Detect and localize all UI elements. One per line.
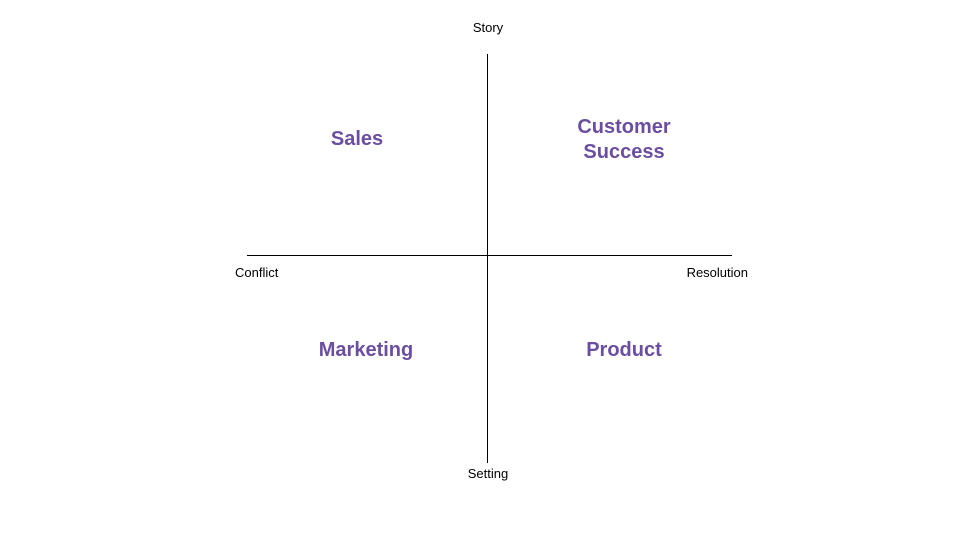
quadrant-label-line: Product: [586, 339, 662, 361]
quadrant-label-bottom-right: Product: [554, 338, 694, 363]
vertical-axis-line: [487, 54, 488, 463]
quadrant-label-line: Sales: [330, 128, 384, 150]
horizontal-axis-line: [247, 255, 732, 256]
quadrant-label-top-left: Sales: [297, 127, 417, 152]
quadrant-label-bottom-left: Marketing: [296, 338, 436, 363]
axis-label-left: Conflict: [235, 265, 279, 280]
axis-label-top: Story: [472, 20, 504, 35]
quadrant-label-top-right: Customer Success: [544, 115, 704, 165]
quadrant-label-line: Success: [583, 141, 665, 163]
quadrant-label-line: Customer: [577, 116, 671, 138]
axis-label-bottom: Setting: [467, 466, 509, 481]
quadrant-label-line: Marketing: [318, 339, 414, 361]
axis-label-right: Resolution: [686, 265, 748, 280]
